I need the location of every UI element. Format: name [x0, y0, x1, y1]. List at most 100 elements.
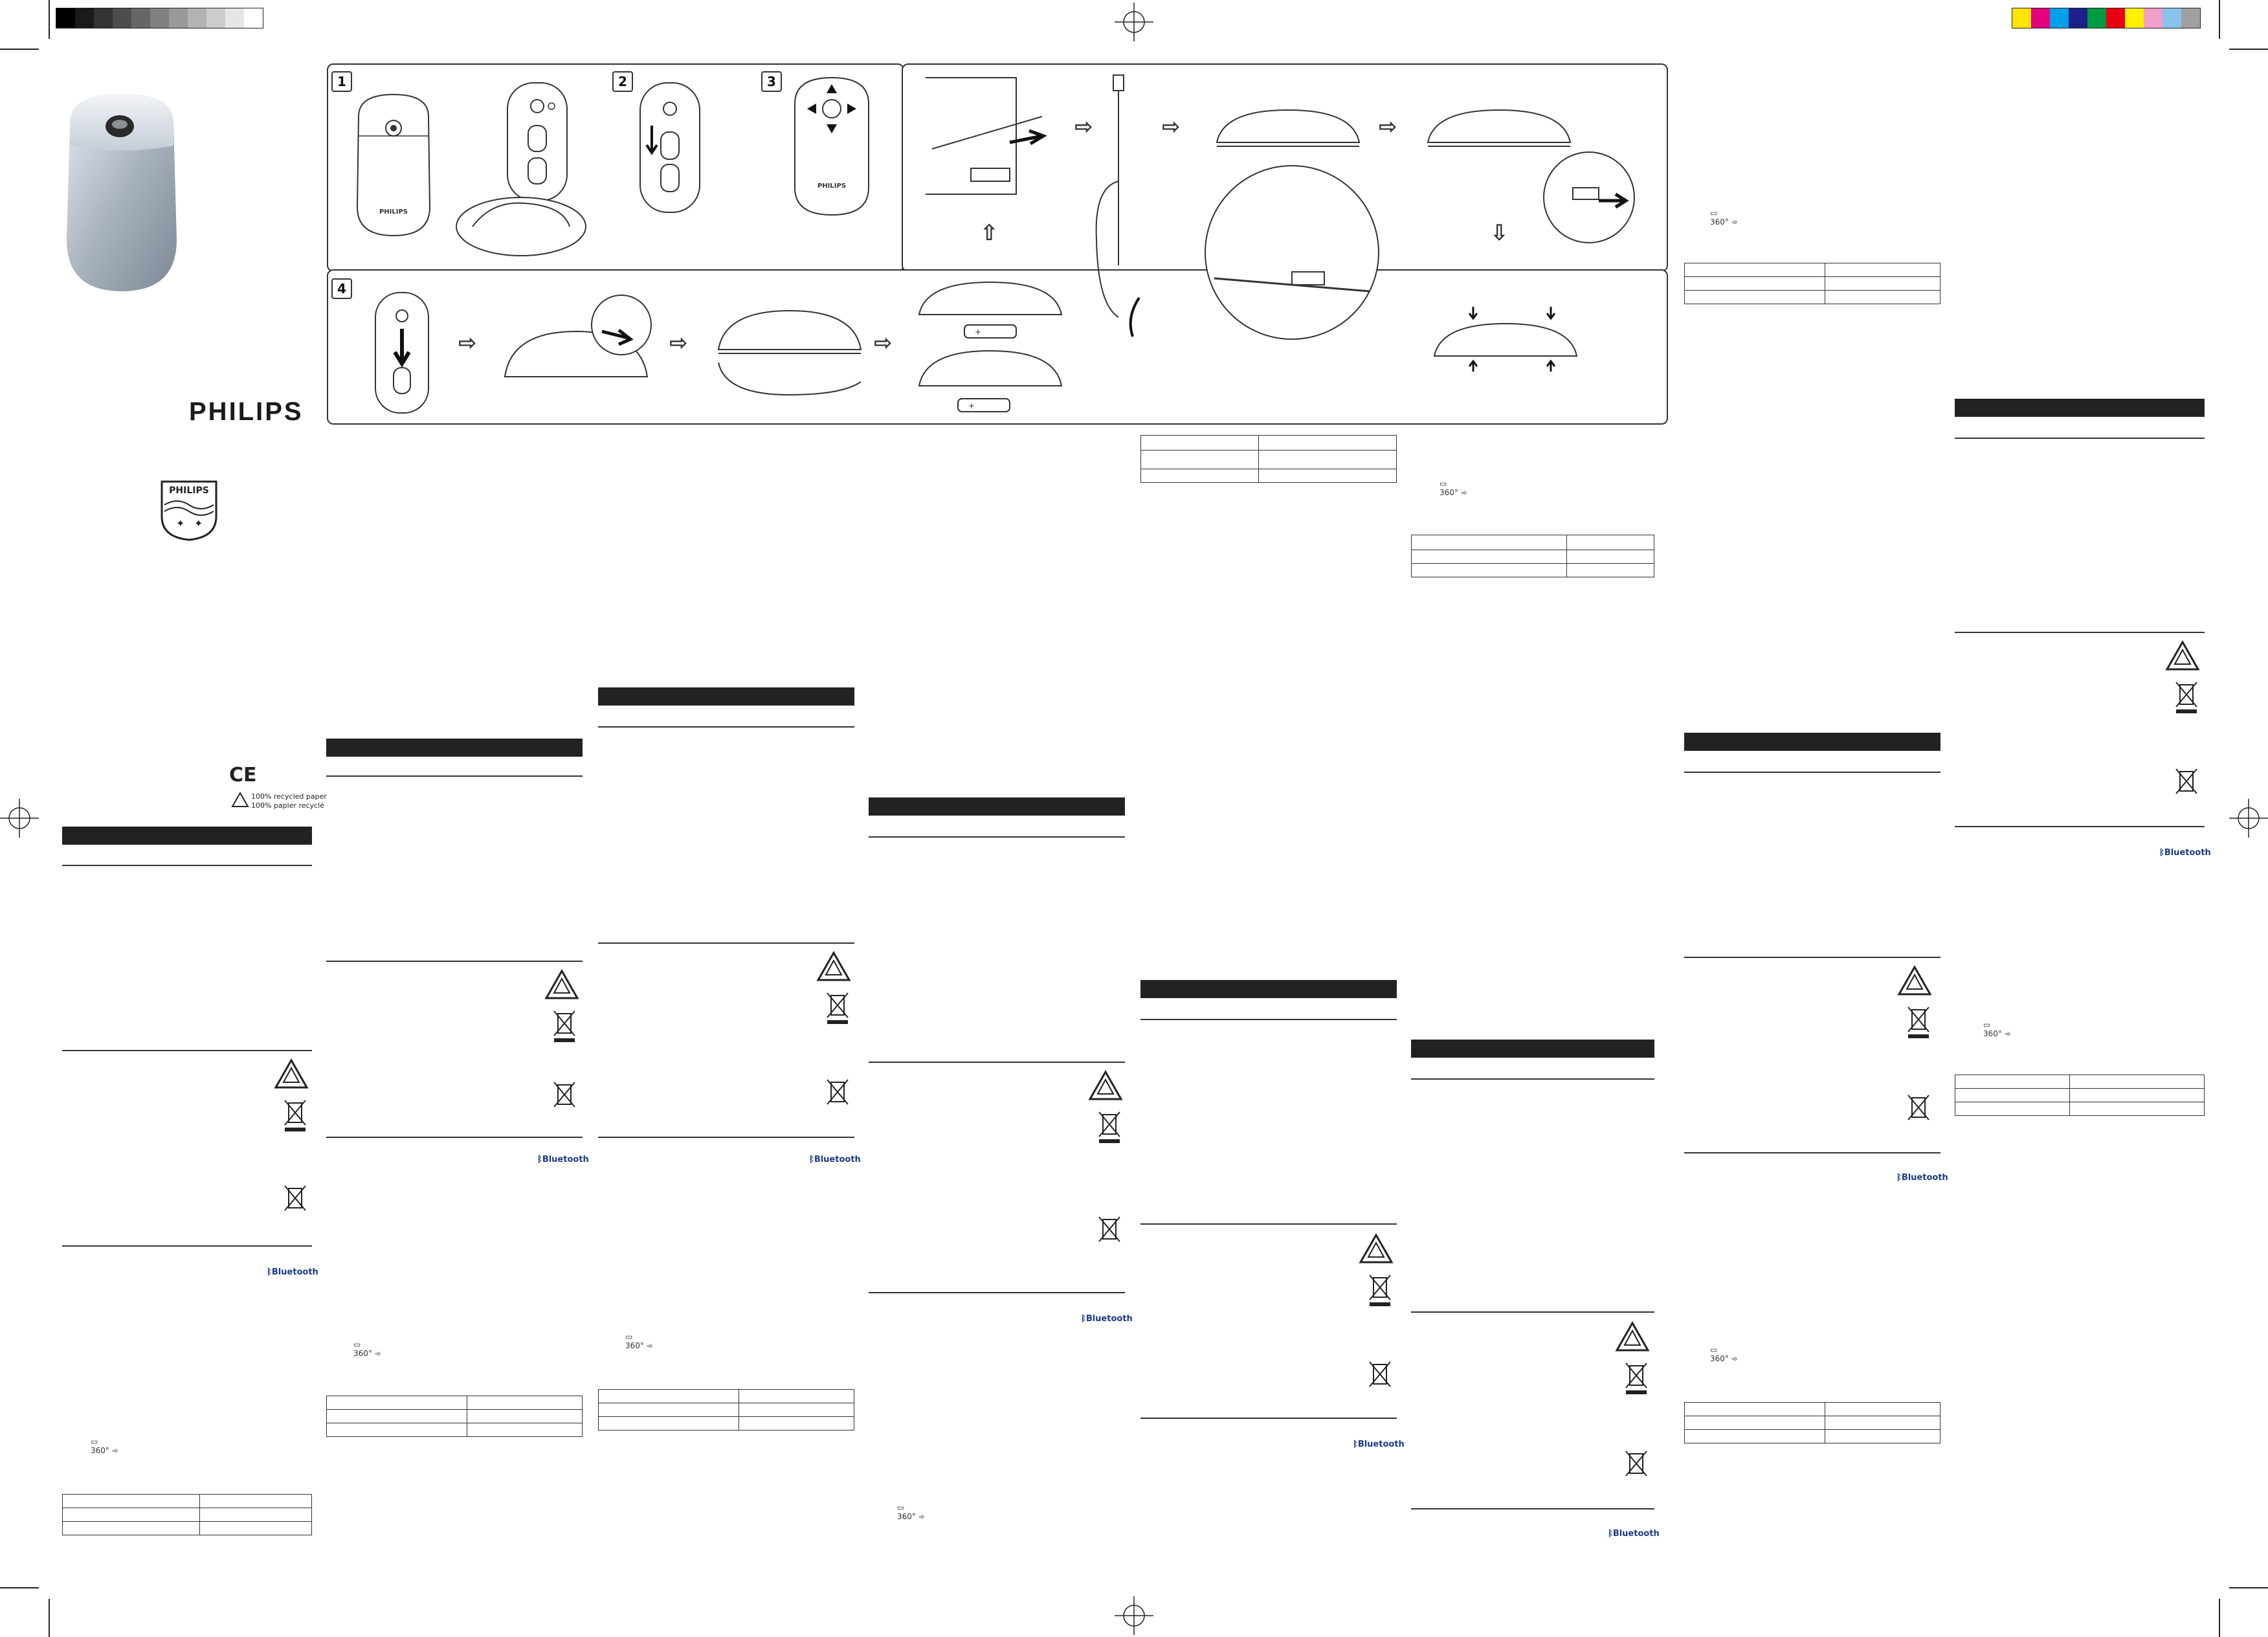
registration-swatch [206, 8, 225, 28]
recycle-icon [1088, 1069, 1123, 1100]
step-number-4: 4 [331, 278, 352, 299]
mouse-tilt-scroll-diagram: PHILIPS [794, 76, 869, 216]
crossed-bin-icon [1369, 1361, 1391, 1387]
section-header-bar [1411, 1040, 1654, 1058]
crop-mark [0, 1587, 39, 1588]
recycle-paper-icon [231, 791, 249, 807]
mouse-360-icon: ▭360° ➾ [353, 1340, 381, 1358]
mouse-press-diagram [1433, 307, 1578, 372]
section-divider [1140, 1019, 1397, 1020]
mouse-switch-off-diagram [375, 292, 429, 414]
battery-plus-symbol: + [968, 401, 975, 410]
spec-table [597, 1389, 854, 1431]
crossed-bin-icon [827, 1079, 849, 1105]
philips-logo: PHILIPS [189, 397, 304, 426]
step-number-2: 2 [612, 71, 633, 92]
crossed-bin-icon [2175, 682, 2197, 713]
registration-target [1115, 1596, 1153, 1635]
recycled-paper-line1: 100% recycled paper [251, 792, 327, 801]
section-divider [869, 836, 1125, 838]
device-label-text: PHILIPS [379, 208, 408, 216]
registration-swatch [94, 8, 113, 28]
mouse-360-icon: ▭360° ➾ [625, 1332, 653, 1350]
bluetooth-logo: ᛒBluetooth [1608, 1529, 1660, 1539]
section-divider [1955, 632, 2205, 633]
usb-receiver-cable-diagram [1095, 74, 1140, 337]
flow-arrow-up: ⇧ [980, 220, 999, 246]
section-divider [1411, 1508, 1654, 1509]
spec-table [1954, 1075, 2205, 1116]
section-header-bar [1684, 733, 1940, 751]
mouse-360-icon: ▭360° ➾ [1440, 479, 1467, 497]
mouse-battery-open-diagram [504, 295, 652, 377]
step-number-3: 3 [761, 71, 782, 92]
crossed-bin-icon [553, 1082, 575, 1108]
mouse-360-icon: ▭360° ➾ [91, 1437, 118, 1455]
ce-mark: CE [229, 764, 257, 786]
crop-mark [49, 0, 50, 39]
mouse-360-icon: ▭360° ➾ [897, 1503, 925, 1521]
bluetooth-icon: ᛒ [1896, 1173, 1902, 1183]
section-divider [326, 775, 583, 777]
registration-swatch [131, 8, 150, 28]
section-header-bar [1955, 399, 2205, 417]
mouse-bottom-view-diagram [507, 82, 568, 201]
step-number-1: 1 [331, 71, 352, 92]
section-divider [598, 726, 854, 728]
spec-table [1684, 263, 1940, 304]
mouse-cable-diagram [717, 309, 862, 396]
bluetooth-logo: ᛒBluetooth [809, 1155, 861, 1164]
flow-arrow-right: ⇨ [1074, 114, 1093, 140]
svg-text:✦: ✦ [194, 517, 203, 529]
registration-swatch [2031, 8, 2050, 28]
battery-plus-symbol: + [975, 328, 981, 337]
flow-arrow-right: ⇨ [669, 330, 688, 356]
insert-zoom-circle [1543, 151, 1635, 243]
registration-target [1115, 3, 1153, 41]
section-divider [869, 1062, 1125, 1063]
battery-insert-diagram: + + [918, 281, 1063, 412]
registration-swatch [56, 8, 75, 28]
registration-swatch [188, 8, 206, 28]
registration-swatch [2050, 8, 2069, 28]
section-header-bar [598, 687, 854, 706]
registration-swatch [2181, 8, 2200, 28]
section-divider [62, 1245, 312, 1247]
recycle-icon [274, 1058, 309, 1089]
spec-table [1140, 435, 1397, 483]
mouse-side-view-diagram [456, 197, 586, 256]
recycle-icon [816, 950, 851, 981]
section-divider [326, 1137, 583, 1138]
crossed-bin-icon [553, 1010, 575, 1042]
flow-arrow-down: ⇩ [1490, 220, 1509, 246]
registration-swatch [2069, 8, 2087, 28]
mouse-360-icon: ▭360° ➾ [1983, 1020, 2011, 1038]
receiver-zoom-circle [1205, 165, 1379, 340]
section-divider [1140, 1418, 1397, 1419]
section-divider [326, 961, 583, 962]
bluetooth-icon: ᛒ [809, 1155, 814, 1164]
mouse-switch-diagram [639, 82, 700, 213]
bluetooth-icon: ᛒ [267, 1267, 272, 1277]
section-divider [598, 1137, 854, 1138]
crossed-bin-icon [2175, 768, 2197, 794]
crossed-bin-icon [284, 1185, 306, 1211]
crossed-bin-icon [1098, 1111, 1120, 1143]
spec-table [326, 1396, 583, 1437]
flow-arrow-right: ⇨ [874, 330, 893, 356]
recycle-icon [1359, 1232, 1394, 1264]
mouse-side-insert-diagram [1427, 109, 1572, 147]
crop-mark [2219, 1599, 2220, 1637]
crossed-bin-icon [1625, 1451, 1647, 1476]
recycle-icon [1897, 964, 1932, 996]
recycle-icon [1615, 1320, 1650, 1352]
mouse-360-icon: ▭360° ➾ [1710, 1345, 1738, 1363]
crossed-bin-icon [1907, 1007, 1929, 1038]
crossed-bin-icon [1369, 1275, 1391, 1306]
section-divider [1955, 438, 2205, 439]
recycle-icon [2165, 640, 2200, 671]
spec-table [1411, 535, 1654, 577]
laptop-usb-diagram [926, 77, 1047, 195]
registration-swatch [244, 8, 263, 28]
crossed-bin-icon [1098, 1216, 1120, 1242]
